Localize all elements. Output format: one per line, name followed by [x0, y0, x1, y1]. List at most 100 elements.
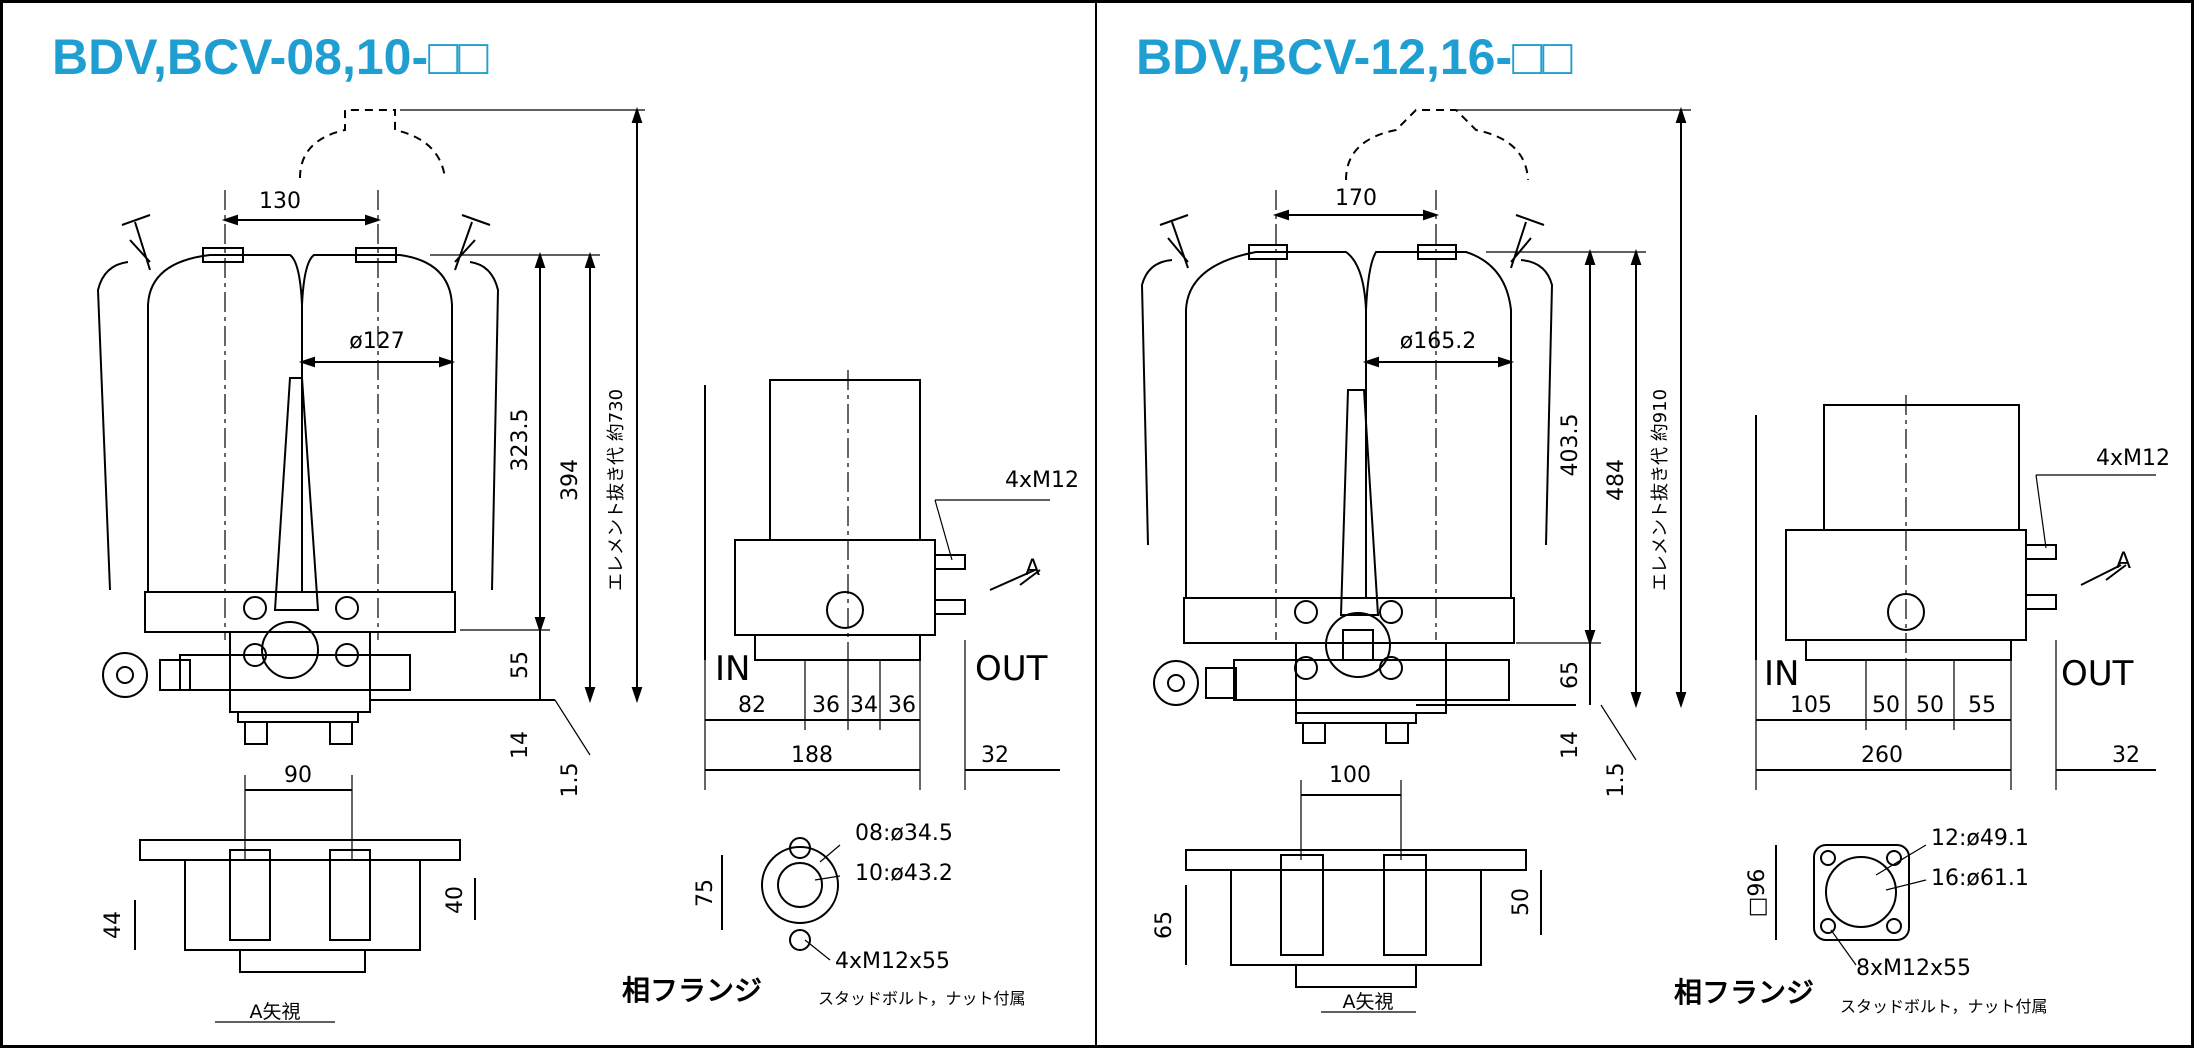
lever-hub-square	[1342, 629, 1374, 661]
bolt	[1379, 656, 1403, 680]
handwheel-hub	[116, 666, 134, 684]
cap-right	[355, 247, 397, 263]
flange-note: スタッドボルト，ナット付属	[1840, 997, 2048, 1016]
bolt	[243, 596, 267, 620]
arrowheads	[298, 356, 456, 368]
feet	[1295, 712, 1417, 724]
dim-h4: 14	[1558, 731, 1583, 759]
port	[159, 659, 191, 691]
handwheel-hub	[1167, 674, 1185, 692]
leader	[1830, 929, 1857, 966]
flange-body	[1813, 844, 1910, 941]
a-view-base	[239, 949, 366, 973]
right-panel: BDV,BCV-12,16-□□	[1096, 0, 2194, 1048]
bolt	[335, 596, 359, 620]
bar-right	[1520, 259, 1554, 546]
flange-bore	[777, 862, 823, 908]
leader	[2035, 474, 2047, 549]
dim-h2: 394	[558, 459, 583, 501]
left-drawing	[96, 106, 1060, 1023]
a-view-plate	[1280, 854, 1324, 956]
arrowheads	[534, 106, 643, 704]
leader	[934, 499, 953, 561]
flange-bore	[1825, 856, 1897, 928]
bolt	[1379, 600, 1403, 624]
view-arrow	[2080, 564, 2127, 586]
dim-pitch: 130	[259, 189, 301, 214]
flange-96: □96	[1745, 869, 1770, 918]
view-arrow	[989, 569, 1041, 591]
dim-s1: 105	[1790, 693, 1832, 718]
model-title: BDV,BCV-08,10-□□	[52, 29, 489, 85]
a-view-plate	[229, 849, 271, 941]
leader	[814, 875, 841, 881]
left-panel: BDV,BCV-08,10-□□	[0, 0, 1096, 1048]
valve-left	[121, 214, 151, 271]
dim-40: 40	[443, 886, 468, 914]
port	[1205, 667, 1237, 699]
cap-left	[1248, 244, 1288, 260]
dim-h3: 65	[1558, 661, 1583, 689]
dim-removal: エレメント抜き代 約730	[606, 389, 627, 591]
arrowheads	[1272, 209, 1440, 221]
a-view-base	[1295, 964, 1417, 988]
side-bolt	[2025, 544, 2057, 560]
dim-44: 44	[101, 911, 126, 939]
dim-total: 260	[1861, 743, 1903, 768]
dim-50: 50	[1509, 888, 1534, 916]
dim-s4: 36	[888, 693, 916, 718]
side-port	[826, 591, 864, 629]
dim-diameter: ø165.2	[1400, 329, 1476, 354]
cap-right	[1417, 244, 1457, 260]
dim-h1: 323.5	[508, 409, 533, 472]
a-view-plate	[1383, 854, 1427, 956]
flange-size-1: 08:ø34.5	[855, 821, 953, 846]
flange-75: 75	[693, 879, 718, 907]
lever-hub	[261, 621, 319, 679]
arrow-a-label: A	[2116, 549, 2131, 574]
flange-size-2: 10:ø43.2	[855, 861, 953, 886]
canister-right	[1365, 251, 1512, 599]
dim-diameter: ø127	[349, 329, 404, 354]
dim-h5: 1.5	[558, 763, 583, 798]
bolt	[335, 643, 359, 667]
arrow-a-label: A	[1025, 556, 1040, 581]
flange-size-2: 16:ø61.1	[1931, 866, 2029, 891]
lever	[273, 377, 320, 611]
lever-hub	[1325, 612, 1391, 678]
valve-left	[1159, 214, 1189, 269]
valve-right	[1510, 214, 1545, 269]
flange-note: スタッドボルト，ナット付属	[818, 989, 1026, 1008]
right-drawing	[1140, 106, 2156, 1013]
flange-hole	[1820, 850, 1836, 866]
dim-pitch: 170	[1335, 186, 1377, 211]
flange-hole	[789, 929, 811, 951]
arrowheads	[1362, 356, 1515, 368]
leader	[1875, 844, 1927, 876]
model-title: BDV,BCV-12,16-□□	[1136, 29, 1573, 85]
foot-bolt	[244, 721, 268, 745]
bolt	[1294, 600, 1318, 624]
dim-total: 188	[791, 743, 833, 768]
dim-h4: 14	[508, 731, 533, 759]
dim-s1: 82	[738, 693, 766, 718]
dim-s2: 36	[812, 693, 840, 718]
side-bolt-label: 4xM12	[2096, 446, 2170, 471]
arrowheads	[1584, 106, 1687, 709]
flange-bolt-label: 4xM12x55	[835, 949, 950, 974]
side-base	[1805, 639, 2012, 661]
valve-right	[454, 214, 491, 271]
foot-bolt	[1385, 722, 1409, 744]
flange-hole	[1886, 918, 1902, 934]
side-port	[1887, 593, 1925, 631]
in-label: IN	[715, 649, 750, 689]
bar-left	[1140, 259, 1173, 546]
base-lower	[179, 654, 411, 691]
flange-hole	[789, 837, 811, 859]
leader	[1885, 879, 1927, 891]
view-a-label: A矢視	[1343, 991, 1394, 1013]
flange-title: 相フランジ	[622, 974, 762, 1007]
leader	[804, 939, 831, 961]
in-label: IN	[1764, 654, 1799, 694]
dim-65: 65	[1152, 911, 1177, 939]
